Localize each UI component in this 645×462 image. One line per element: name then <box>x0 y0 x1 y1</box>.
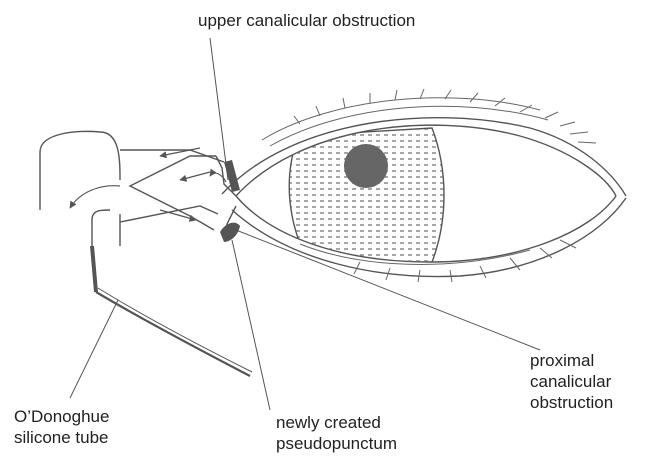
canaliculi <box>120 150 236 236</box>
label-pseudo-line-2: pseudopunctum <box>276 433 397 454</box>
label-proximal-line-1: proximal <box>530 350 613 371</box>
leader-pseudopunctum <box>232 240 270 410</box>
label-tube-line-2: silicone tube <box>14 427 109 448</box>
leader-silicone-tube <box>70 300 118 398</box>
label-proximal-line-3: obstruction <box>530 392 613 413</box>
label-pseudopunctum: newly created pseudopunctum <box>276 412 397 454</box>
label-silicone-tube: O’Donoghue silicone tube <box>14 406 109 448</box>
label-upper-canalicular-obstruction: upper canalicular obstruction <box>198 10 415 31</box>
lacrimal-sac <box>40 131 120 248</box>
label-pseudo-line-1: newly created <box>276 412 397 433</box>
label-upper-text: upper canalicular obstruction <box>198 10 415 31</box>
pseudopunctum-mark <box>220 223 240 242</box>
label-tube-line-1: O’Donoghue <box>14 406 109 427</box>
pupil <box>344 144 388 188</box>
silicone-tube <box>92 246 252 376</box>
label-proximal-canalicular-obstruction: proximal canalicular obstruction <box>530 350 613 413</box>
iris <box>289 128 444 263</box>
label-proximal-line-2: canalicular <box>530 371 613 392</box>
flow-arrows <box>70 148 226 220</box>
